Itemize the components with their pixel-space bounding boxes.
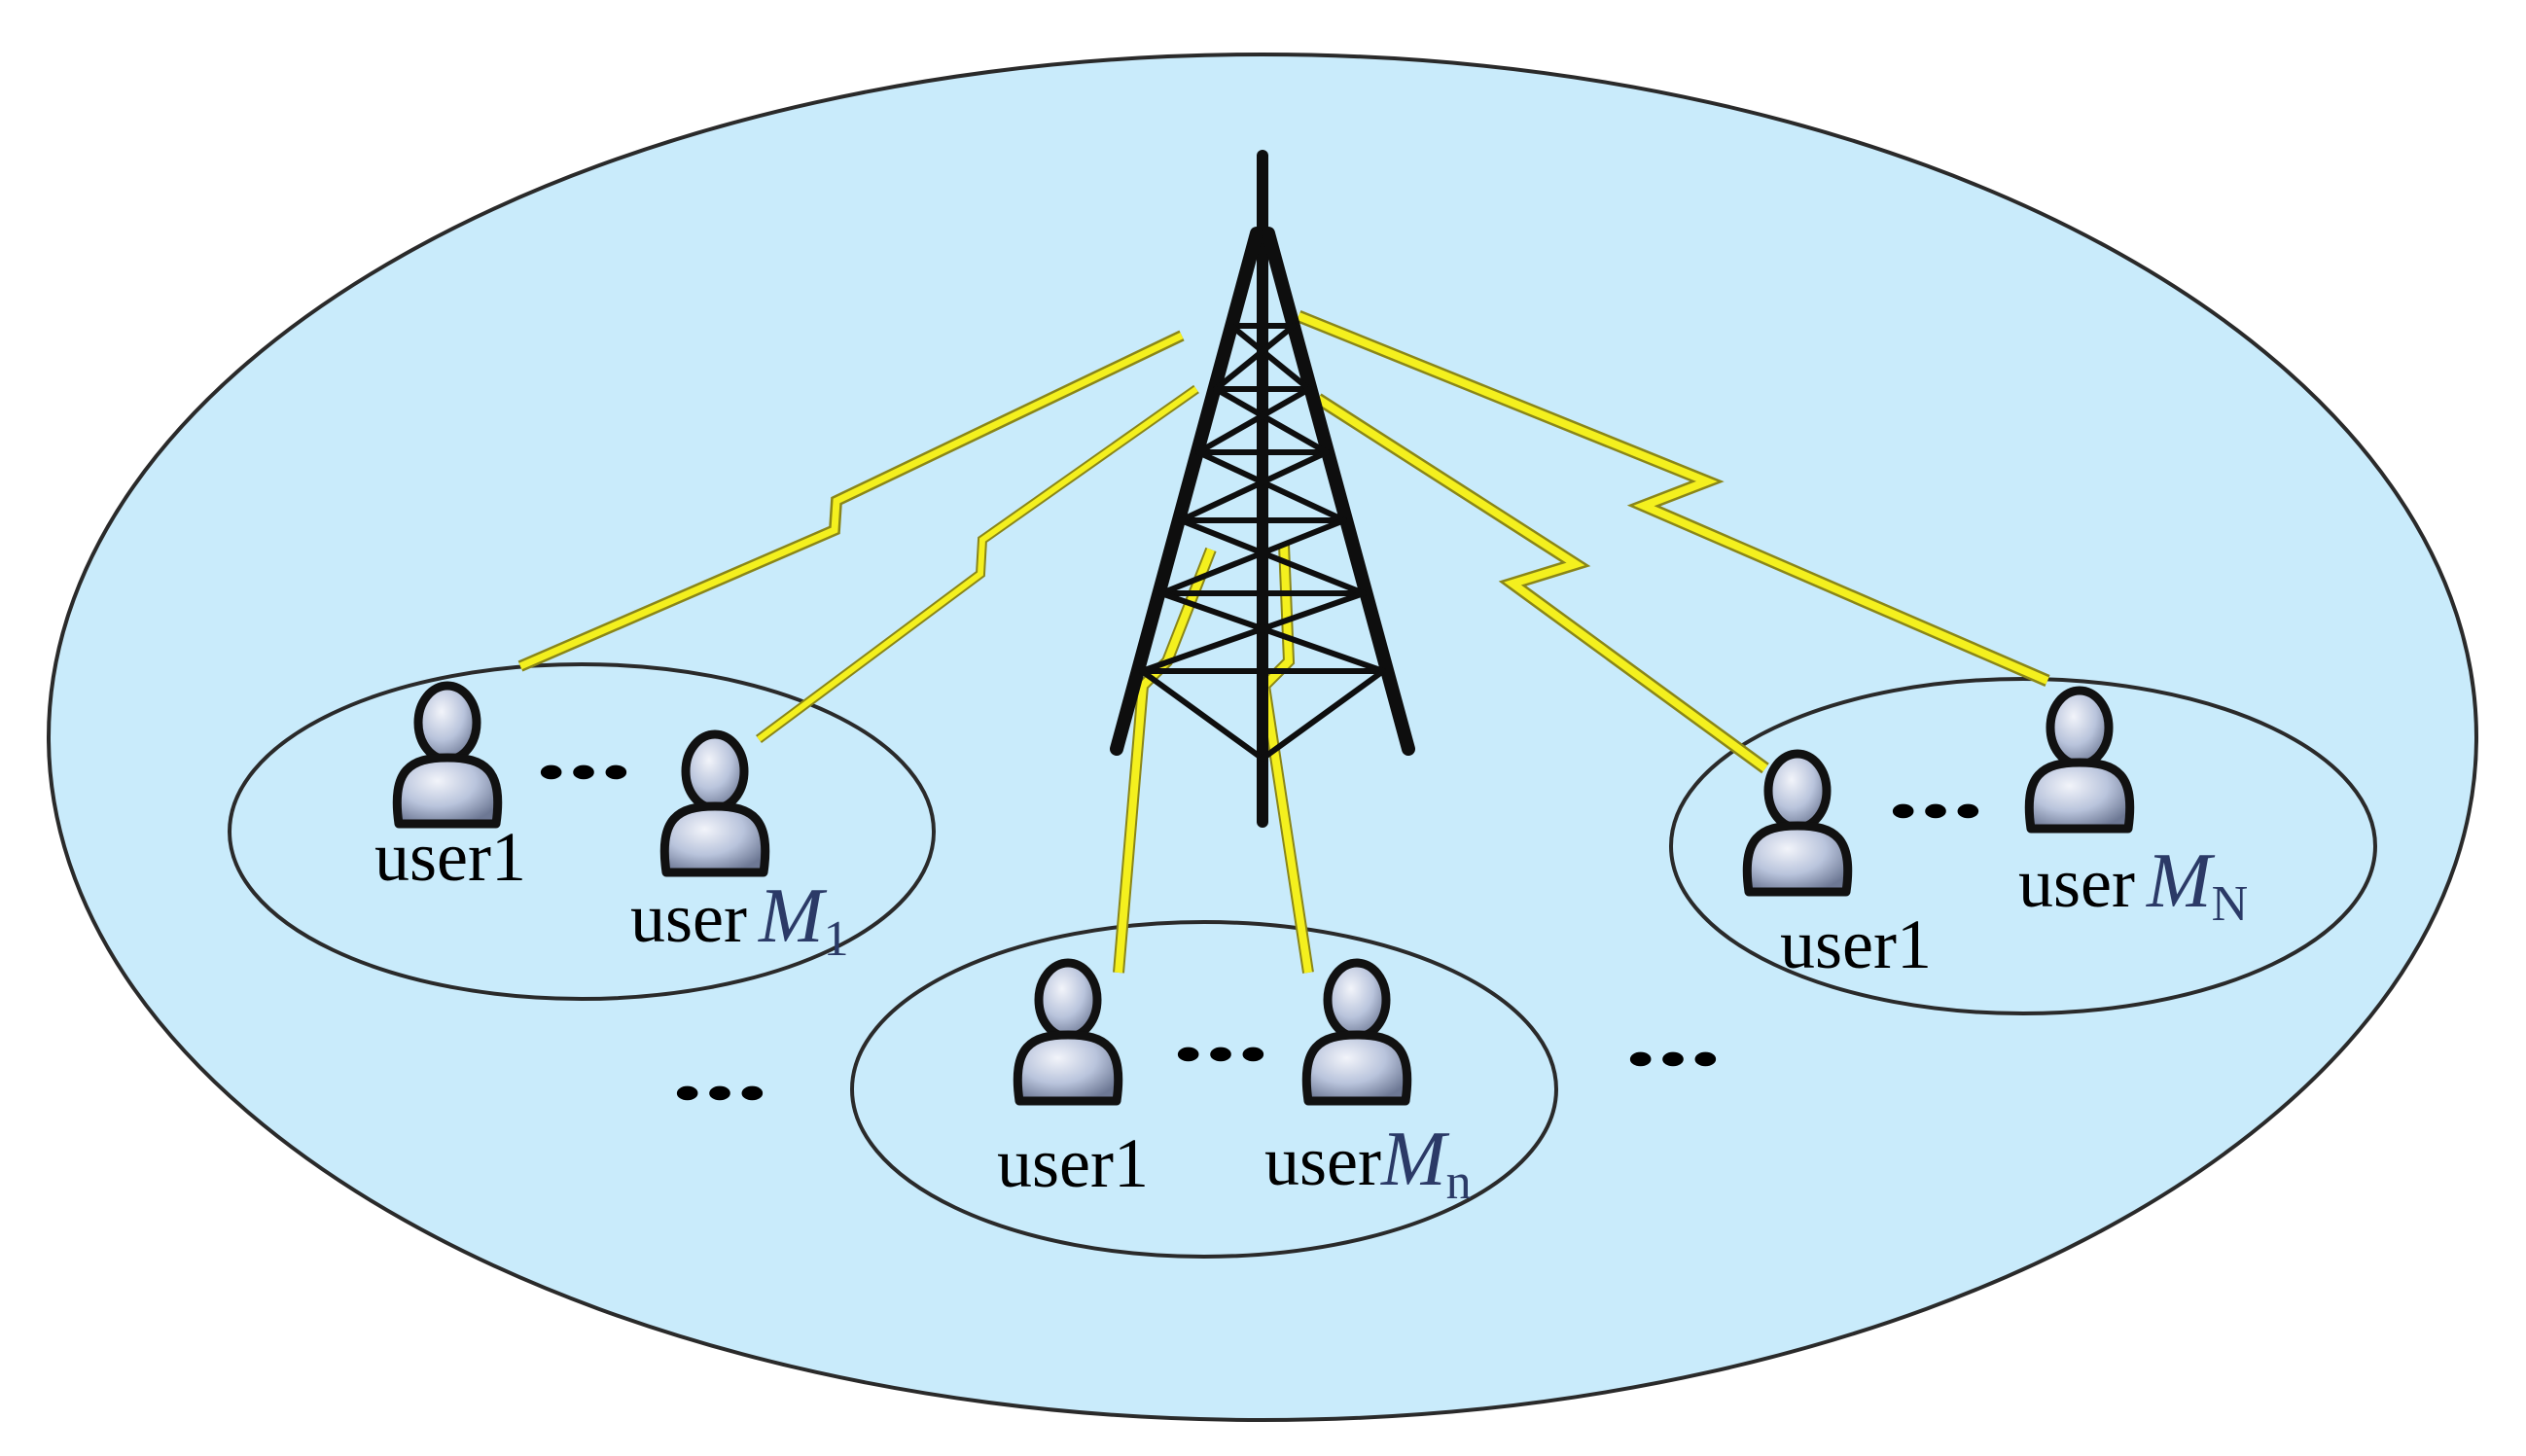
cluster-n-boundary [850,920,1558,1259]
cluster-N-separator: ... [1887,740,1984,836]
cluster-n-last-user-label: userMn [1264,1117,1472,1210]
more-clusters-right: ... [1624,988,1722,1084]
cluster-1-separator: ... [535,701,632,798]
cluster-N-first-user-label: user1 [1780,906,1932,983]
cluster-1-first-user-label: user1 [374,818,526,896]
more-clusters-left: ... [671,1022,768,1119]
cluster-1-boundary [228,662,936,1001]
cluster-n-separator: ... [1172,983,1269,1080]
cluster-n-first-user-label: user1 [997,1124,1149,1202]
cluster-N-boundary [1669,677,2377,1015]
cell-tower-icon [1110,150,1415,828]
